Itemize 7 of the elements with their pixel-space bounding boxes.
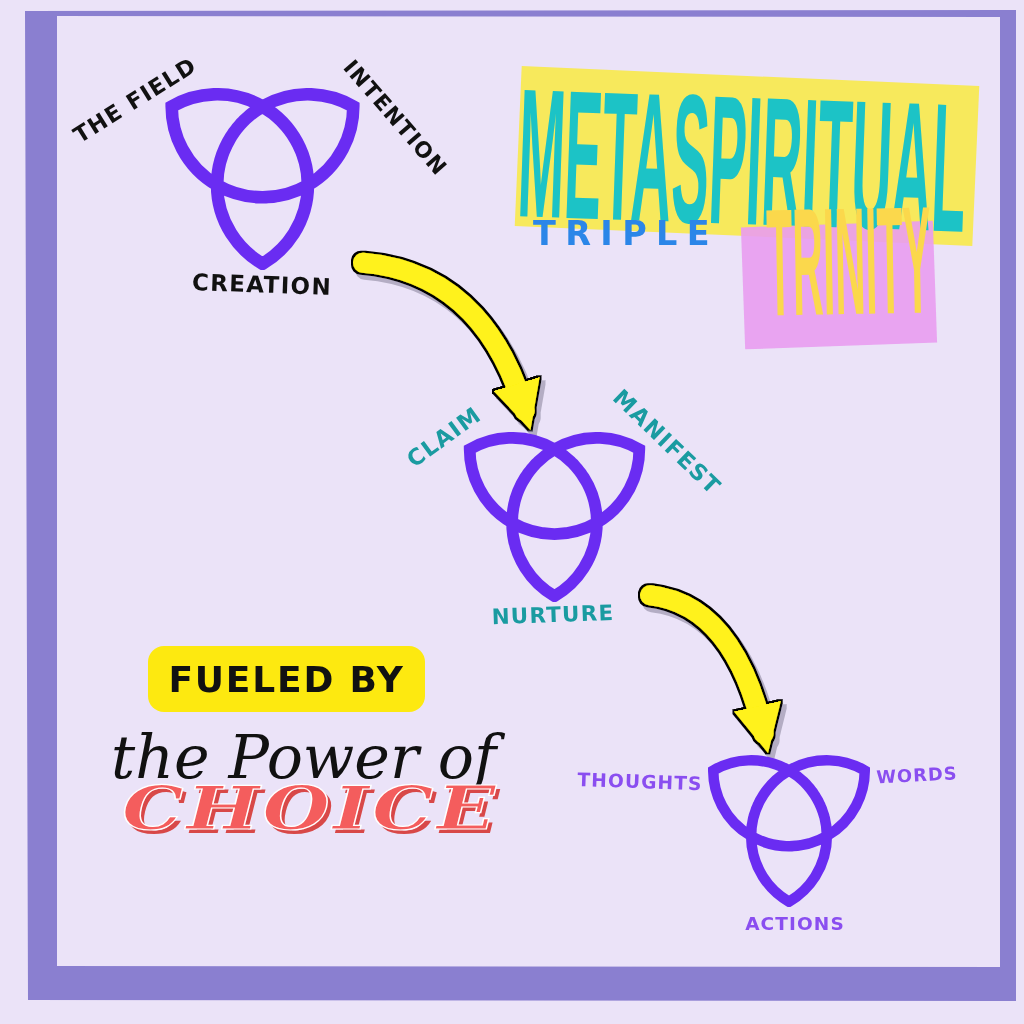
node-label: NURTURE (491, 604, 615, 626)
node-label: WORDS (876, 766, 958, 784)
triquetra-icon (708, 755, 870, 907)
node-label: ACTIONS (745, 917, 845, 931)
label-tag: FUELED BY (148, 646, 425, 712)
node-label: CREATION (191, 274, 333, 296)
node-label: THOUGHTS (577, 772, 703, 792)
